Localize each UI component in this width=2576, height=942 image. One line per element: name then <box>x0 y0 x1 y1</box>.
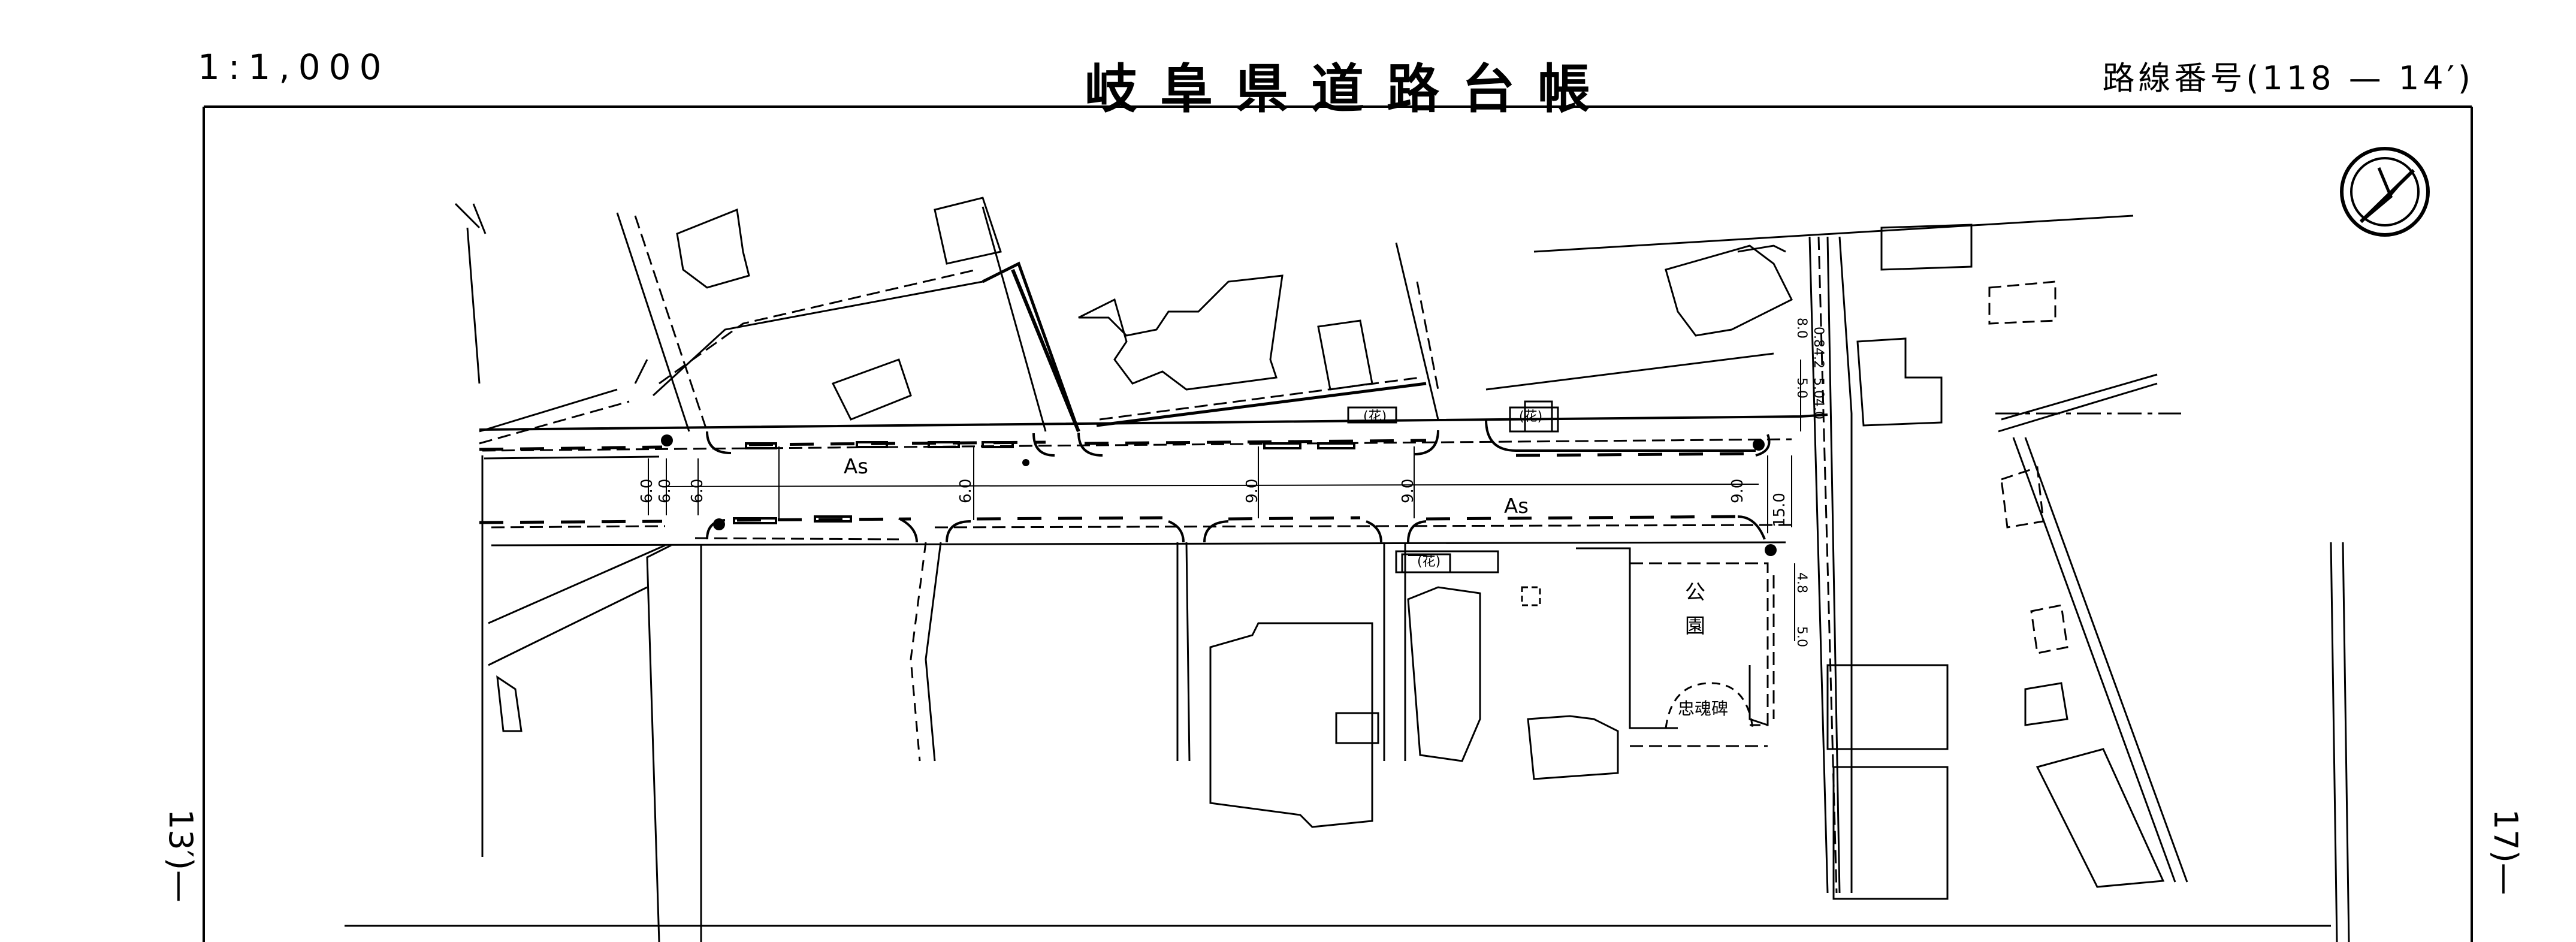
dimension-value: 4.8 <box>1794 572 1809 593</box>
side-roads <box>472 203 2350 942</box>
dimension-value: 4.2 <box>1811 348 1826 369</box>
flower-bed-label: (花) <box>1363 409 1387 424</box>
main-road <box>479 413 1828 547</box>
width-dimension-lines <box>648 360 1801 641</box>
flower-bed-label: (花) <box>1417 554 1440 569</box>
driveway-marks <box>733 441 1426 556</box>
adjacent-sheet-left-label: 13′) <box>162 809 200 871</box>
route-number-label: 路線番号(118 — 14′) <box>2102 52 2474 99</box>
adjacent-sheet-right: 17)— <box>2487 809 2524 895</box>
adjacent-sheet-right-label: 17) <box>2487 809 2524 863</box>
adjacent-sheet-left-dash: — <box>162 870 200 903</box>
pavement-label-west: As <box>844 455 868 479</box>
intersection-curbs <box>706 419 1771 543</box>
flower-bed-label: (花) <box>1519 409 1542 424</box>
traffic-signal-icon <box>713 518 725 530</box>
traffic-signal-icon <box>1765 544 1777 556</box>
north-diagonal-roads <box>479 215 2134 445</box>
dimension-value: 5.0 <box>1794 378 1809 398</box>
park-label-2: 園 <box>1685 614 1705 638</box>
dimension-value: 5.0 <box>1794 626 1809 647</box>
monument-label: 忠魂碑 <box>1678 699 1728 718</box>
flower-bed-frame <box>1524 400 1553 433</box>
road-width-label: 15.0 <box>1771 493 1789 527</box>
adjacent-sheet-left: 13′)— <box>162 809 200 902</box>
road-width-label: 9.0 <box>1729 479 1747 503</box>
dimension-value: 5.0 <box>1811 378 1826 398</box>
route-dash: — <box>2348 59 2385 97</box>
route-prefix: 路線番号( <box>2102 59 2263 97</box>
dimension-value: 4.0 <box>1811 398 1826 419</box>
adjacent-sheet-right-dash: — <box>2487 862 2524 895</box>
traffic-signal-icon <box>661 434 673 446</box>
dimension-value: 8.0 <box>1794 318 1809 339</box>
park-label-1: 公 <box>1685 581 1705 605</box>
road-width-label: 6.0 <box>688 479 706 503</box>
route-sheet: 14′ <box>2398 59 2458 97</box>
traffic-signal-icon <box>1753 439 1765 451</box>
buildings <box>454 197 2165 900</box>
road-width-label: 6.0 <box>656 479 674 503</box>
flower-bed-frame-south <box>1401 553 1451 573</box>
north-arrow-icon <box>2340 147 2430 237</box>
traffic-signals <box>661 434 1777 556</box>
map-frame <box>203 105 2473 942</box>
road-width-label: 6.0 <box>638 479 656 503</box>
route-suffix: ) <box>2457 59 2474 97</box>
road-width-label: 9.0 <box>1399 479 1417 503</box>
pavement-label-east: As <box>1504 494 1529 518</box>
route-number: 118 <box>2262 59 2335 97</box>
road-width-label: 6.0 <box>957 479 975 503</box>
road-width-label: 9.0 <box>1243 479 1261 503</box>
junction-dimensions: 0.8 4.2 5.0 4.0 5.0 8.0 4.8 5.0 <box>1794 318 1826 647</box>
sheet-title: 岐阜県道路台帳 <box>1085 58 1614 120</box>
dimension-value: 0.8 <box>1811 327 1826 348</box>
map-scale: 1:1,000 <box>198 47 390 87</box>
traffic-signal-icon <box>1022 459 1029 466</box>
